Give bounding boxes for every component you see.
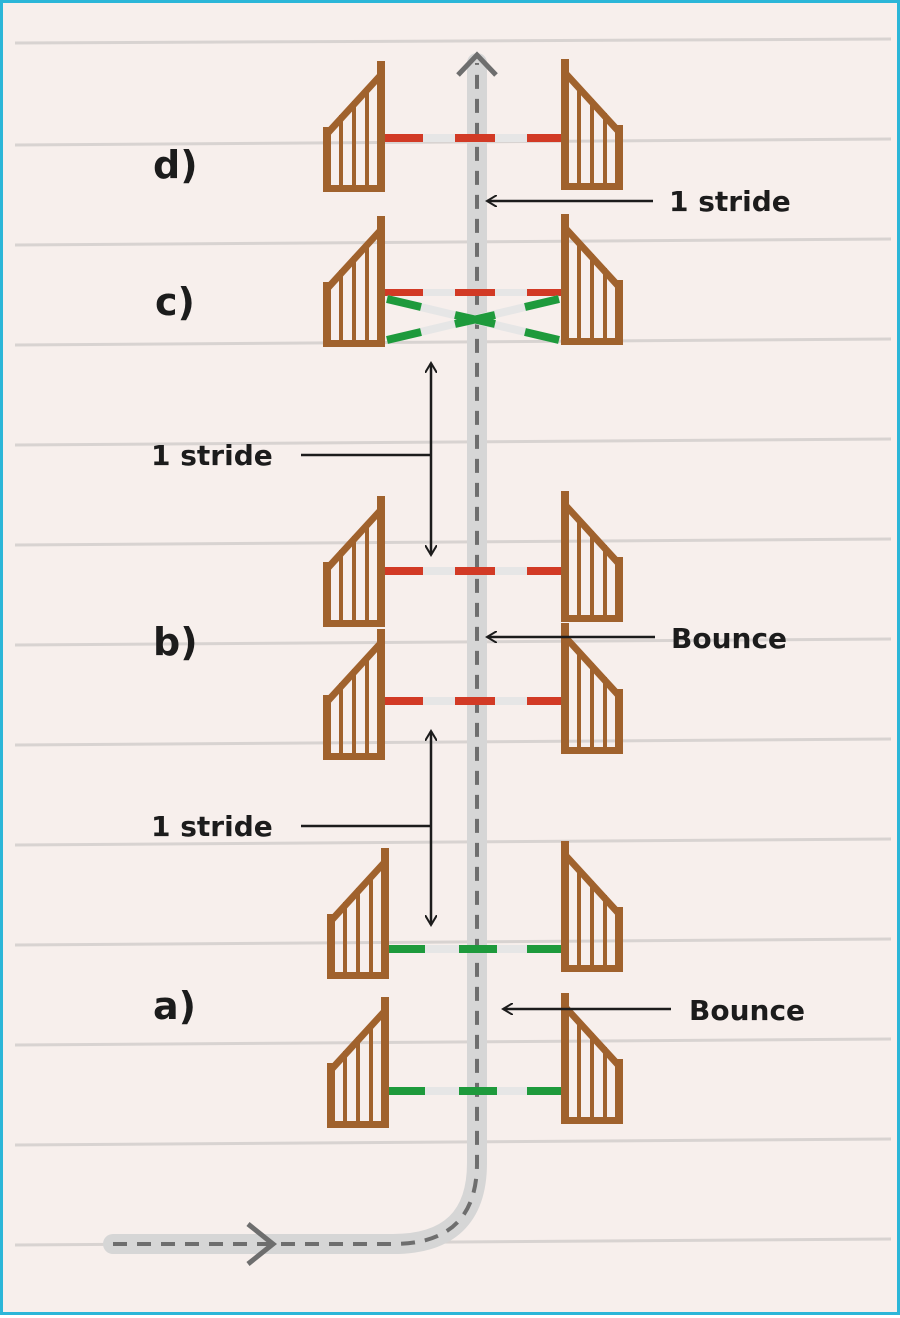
track-direction-arrow-icon — [246, 1222, 278, 1266]
callout-bounce-a: Bounce — [689, 994, 805, 1027]
gridwork-diagram: d) c) b) a) 1 stride 1 stride Bounce 1 s… — [14, 37, 892, 1266]
callout-stride-top: 1 stride — [669, 185, 791, 218]
riding-track — [103, 51, 498, 1266]
fence-c — [323, 214, 623, 347]
callout-stride-upper: 1 stride — [151, 439, 273, 472]
fence-c-top-pole — [385, 289, 561, 296]
fence-b-first-pole — [385, 567, 561, 575]
track-end-arrow-icon — [456, 51, 498, 77]
fence-b-first — [323, 491, 623, 627]
exercise-label-d: d) — [153, 143, 198, 187]
fence-a-second — [327, 993, 623, 1128]
fence-b-second-pole — [385, 697, 561, 705]
exercise-label-b: b) — [153, 620, 198, 664]
fence-a-first — [327, 841, 623, 979]
fence-d — [323, 59, 623, 192]
fence-c-cross-poles — [386, 295, 560, 344]
paper-lines — [14, 37, 892, 1247]
exercise-label-c: c) — [155, 280, 195, 324]
callout-stride-lower: 1 stride — [151, 810, 273, 843]
callout-arrows — [301, 201, 671, 1009]
fence-d-pole — [385, 134, 561, 142]
fence-a-first-pole — [389, 945, 561, 953]
fence-b-second — [323, 623, 623, 760]
exercise-label-a: a) — [153, 984, 196, 1028]
fence-a-second-pole — [389, 1087, 561, 1095]
callout-bounce-b: Bounce — [671, 622, 787, 655]
